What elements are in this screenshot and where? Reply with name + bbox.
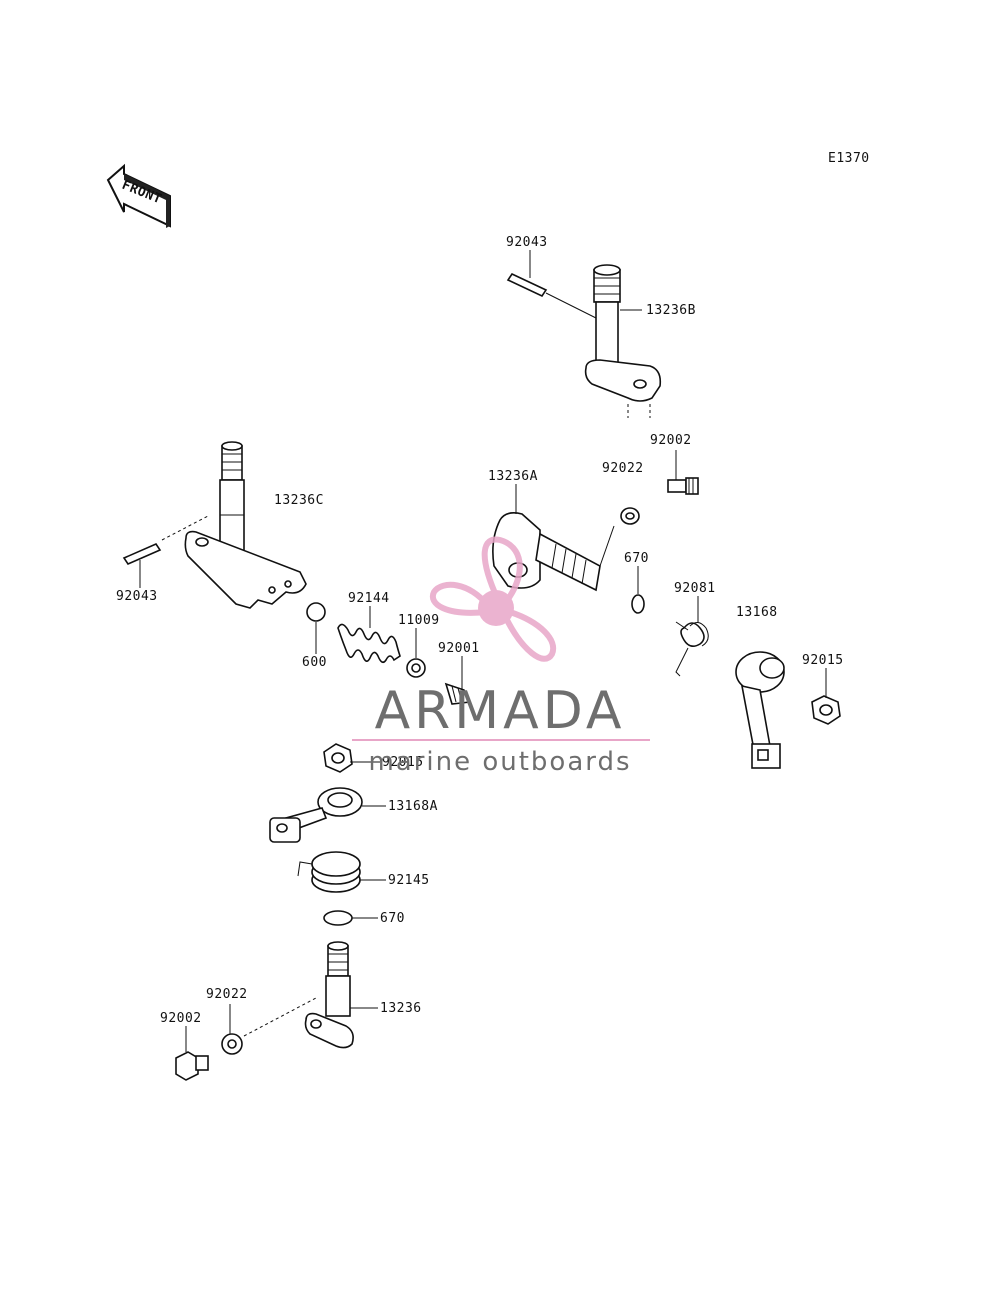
label-92145: 92145	[388, 873, 430, 888]
label-670-right: 670	[624, 551, 649, 566]
part-92002-bolt-right	[667, 477, 699, 495]
label-92081: 92081	[674, 581, 716, 596]
part-92081-spring	[675, 621, 709, 677]
part-13236A-shaft	[492, 512, 615, 592]
part-11009-washer	[406, 658, 426, 678]
part-92001-plug	[444, 682, 472, 705]
label-92015-left: 92015	[382, 755, 424, 770]
label-670-bottom: 670	[380, 911, 405, 926]
label-92043-top: 92043	[506, 235, 548, 250]
label-11009: 11009	[398, 613, 440, 628]
label-92002-right: 92002	[650, 433, 692, 448]
label-92001: 92001	[438, 641, 480, 656]
watermark-brand: ARMADA	[375, 681, 626, 741]
part-92002-bolt-bottom	[175, 1051, 209, 1081]
diagram-code: E1370	[828, 151, 870, 166]
part-92144-spring	[337, 623, 401, 664]
part-13236B-shaft	[584, 264, 662, 418]
part-92022-washer-bottom	[221, 1033, 243, 1055]
leader-lines	[139, 250, 827, 1052]
part-13236-shaft	[243, 941, 354, 1049]
label-13236A: 13236A	[488, 469, 538, 484]
part-92015-nut-right	[811, 695, 841, 725]
label-92043-left: 92043	[116, 589, 158, 604]
label-92015-right: 92015	[802, 653, 844, 668]
part-92022-washer-right	[620, 507, 640, 525]
label-92022-bottom: 92022	[206, 987, 248, 1002]
part-92043-pin-left	[122, 515, 209, 566]
propeller-logo-icon	[429, 536, 557, 662]
label-92022-right: 92022	[602, 461, 644, 476]
label-13168: 13168	[736, 605, 778, 620]
part-670-oring-right	[631, 594, 645, 614]
part-92015-nut-left	[323, 743, 353, 773]
watermark: ARMADA	[352, 536, 650, 741]
watermark-tagline: marine outboards	[368, 747, 631, 777]
part-670-oring-bottom	[323, 910, 353, 926]
front-arrow-icon: FRONT	[106, 163, 171, 228]
part-13236C-shaft	[184, 441, 307, 609]
label-13236C: 13236C	[274, 493, 324, 508]
label-92002-bottom: 92002	[160, 1011, 202, 1026]
label-13236B: 13236B	[646, 303, 696, 318]
part-13168A-arm	[269, 787, 363, 843]
part-92145-spring	[297, 851, 361, 893]
part-13168-arm	[735, 651, 785, 769]
label-92144: 92144	[348, 591, 390, 606]
label-600: 600	[302, 655, 327, 670]
part-92043-pin-top	[506, 272, 597, 319]
label-13236: 13236	[380, 1001, 422, 1016]
part-600-ball	[306, 602, 326, 622]
label-13168A: 13168A	[388, 799, 438, 814]
